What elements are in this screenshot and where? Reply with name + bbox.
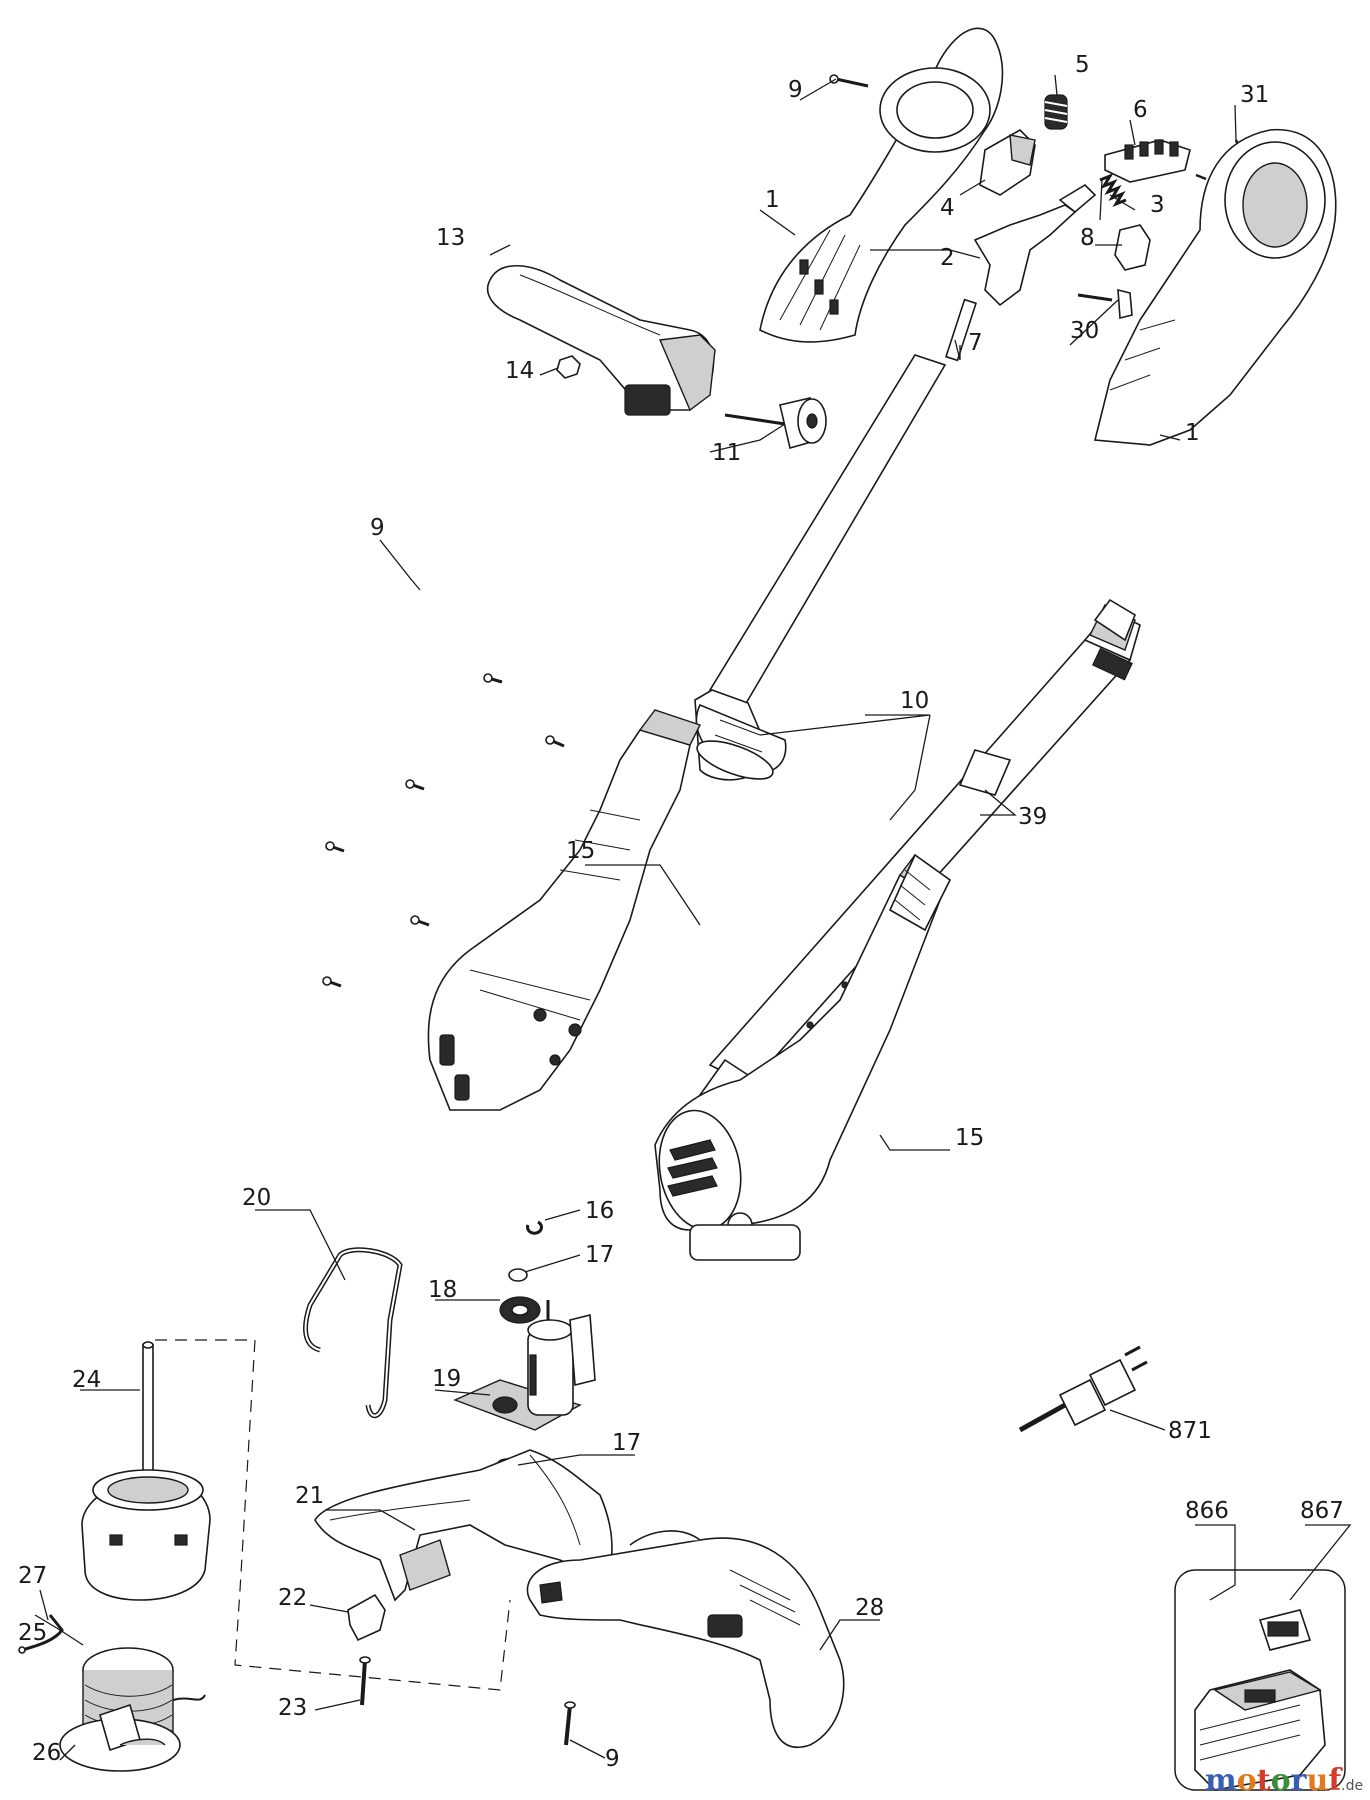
- callout-28: 28: [855, 1595, 884, 1621]
- spool-shaft-24: [142, 1341, 154, 1476]
- leader-lines: [34, 74, 1352, 1761]
- callout-9b: 9: [370, 515, 385, 541]
- spool-cover-26: [59, 1703, 181, 1772]
- callout-17: 17: [585, 1242, 614, 1268]
- callout-17b: 17: [612, 1430, 641, 1456]
- spring-5: [1044, 94, 1068, 130]
- handle-housing-left: [759, 27, 1004, 343]
- callout-8: 8: [1080, 225, 1095, 251]
- callout-4: 4: [940, 195, 955, 221]
- motor-19: [453, 1300, 596, 1431]
- lock-button-8: [1114, 224, 1151, 271]
- switch-cover-4: [979, 129, 1036, 196]
- edge-guide-20: [303, 1247, 403, 1419]
- callout-9: 9: [788, 77, 803, 103]
- callout-2: 2: [940, 245, 955, 271]
- retaining-ring-16: [526, 1220, 543, 1235]
- motor-housing-right-15: [654, 853, 952, 1261]
- washer-17-upper: [508, 1268, 528, 1282]
- screws-9-cluster: [322, 673, 565, 988]
- assembly-dashed-line: [155, 1339, 511, 1691]
- trigger-2: [973, 183, 1097, 307]
- upper-shaft-7: [694, 298, 977, 781]
- callout-6: 6: [1133, 97, 1148, 123]
- spool-cap-24: [81, 1469, 211, 1601]
- callout-867: 867: [1300, 1498, 1344, 1524]
- bearing-18: [499, 1296, 541, 1324]
- callout-3: 3: [1150, 192, 1165, 218]
- spring-27: [18, 1614, 64, 1654]
- callout-10: 10: [900, 688, 929, 714]
- callout-9c: 9: [605, 1746, 620, 1772]
- callout-30: 30: [1070, 318, 1099, 344]
- callout-15a: 15: [566, 838, 595, 864]
- callout-19: 19: [432, 1366, 461, 1392]
- callout-26: 26: [32, 1740, 61, 1766]
- rear-guard-28: [526, 1530, 845, 1748]
- pin-small: [1195, 173, 1207, 181]
- watermark-logo: motoruf.de: [1205, 1763, 1363, 1798]
- callout-15b: 15: [955, 1125, 984, 1151]
- guard-21: [314, 1449, 613, 1602]
- motor-housing-left-15: [427, 709, 701, 1111]
- svg-text:motoruf.de: motoruf.de: [1205, 1763, 1363, 1798]
- clip-22: [347, 1593, 386, 1642]
- callout-11: 11: [712, 440, 741, 466]
- screw-23: [359, 1656, 371, 1706]
- clip-30: [1077, 288, 1133, 320]
- callout-16: 16: [585, 1198, 614, 1224]
- callout-27: 27: [18, 1563, 47, 1589]
- knob-11: [724, 397, 827, 450]
- auxiliary-handle-13: [486, 264, 716, 416]
- callout-31: 31: [1240, 82, 1269, 108]
- screw-9-top: [829, 74, 869, 88]
- callout-5: 5: [1075, 52, 1090, 78]
- callout-14: 14: [505, 358, 534, 384]
- callout-866: 866: [1185, 1498, 1229, 1524]
- switch-terminal-6: [1104, 139, 1191, 183]
- callout-18: 18: [428, 1277, 457, 1303]
- warning-label-39: [958, 749, 1012, 796]
- screw-9-bottom: [564, 1701, 576, 1746]
- callout-21: 21: [295, 1483, 324, 1509]
- callout-24: 24: [72, 1367, 101, 1393]
- spring-3: [1099, 172, 1127, 208]
- handle-housing-right: [1093, 128, 1337, 446]
- callout-22: 22: [278, 1585, 307, 1611]
- callout-25: 25: [18, 1620, 47, 1646]
- callout-20: 20: [242, 1185, 271, 1211]
- callout-871: 871: [1168, 1418, 1212, 1444]
- callout-39: 39: [1018, 804, 1047, 830]
- callout-1b: 1: [1185, 420, 1200, 446]
- callout-23: 23: [278, 1695, 307, 1721]
- plug-871: [1018, 1345, 1148, 1433]
- callout-1: 1: [765, 187, 780, 213]
- callout-7: 7: [968, 330, 983, 356]
- callout-13: 13: [436, 225, 465, 251]
- nut-14: [556, 355, 581, 379]
- callout-labels: 9 5 31 6 1 4 3 13 2 8 30 7 14 1 11 10 15…: [18, 52, 1344, 1772]
- battery-inset: [1174, 1569, 1346, 1791]
